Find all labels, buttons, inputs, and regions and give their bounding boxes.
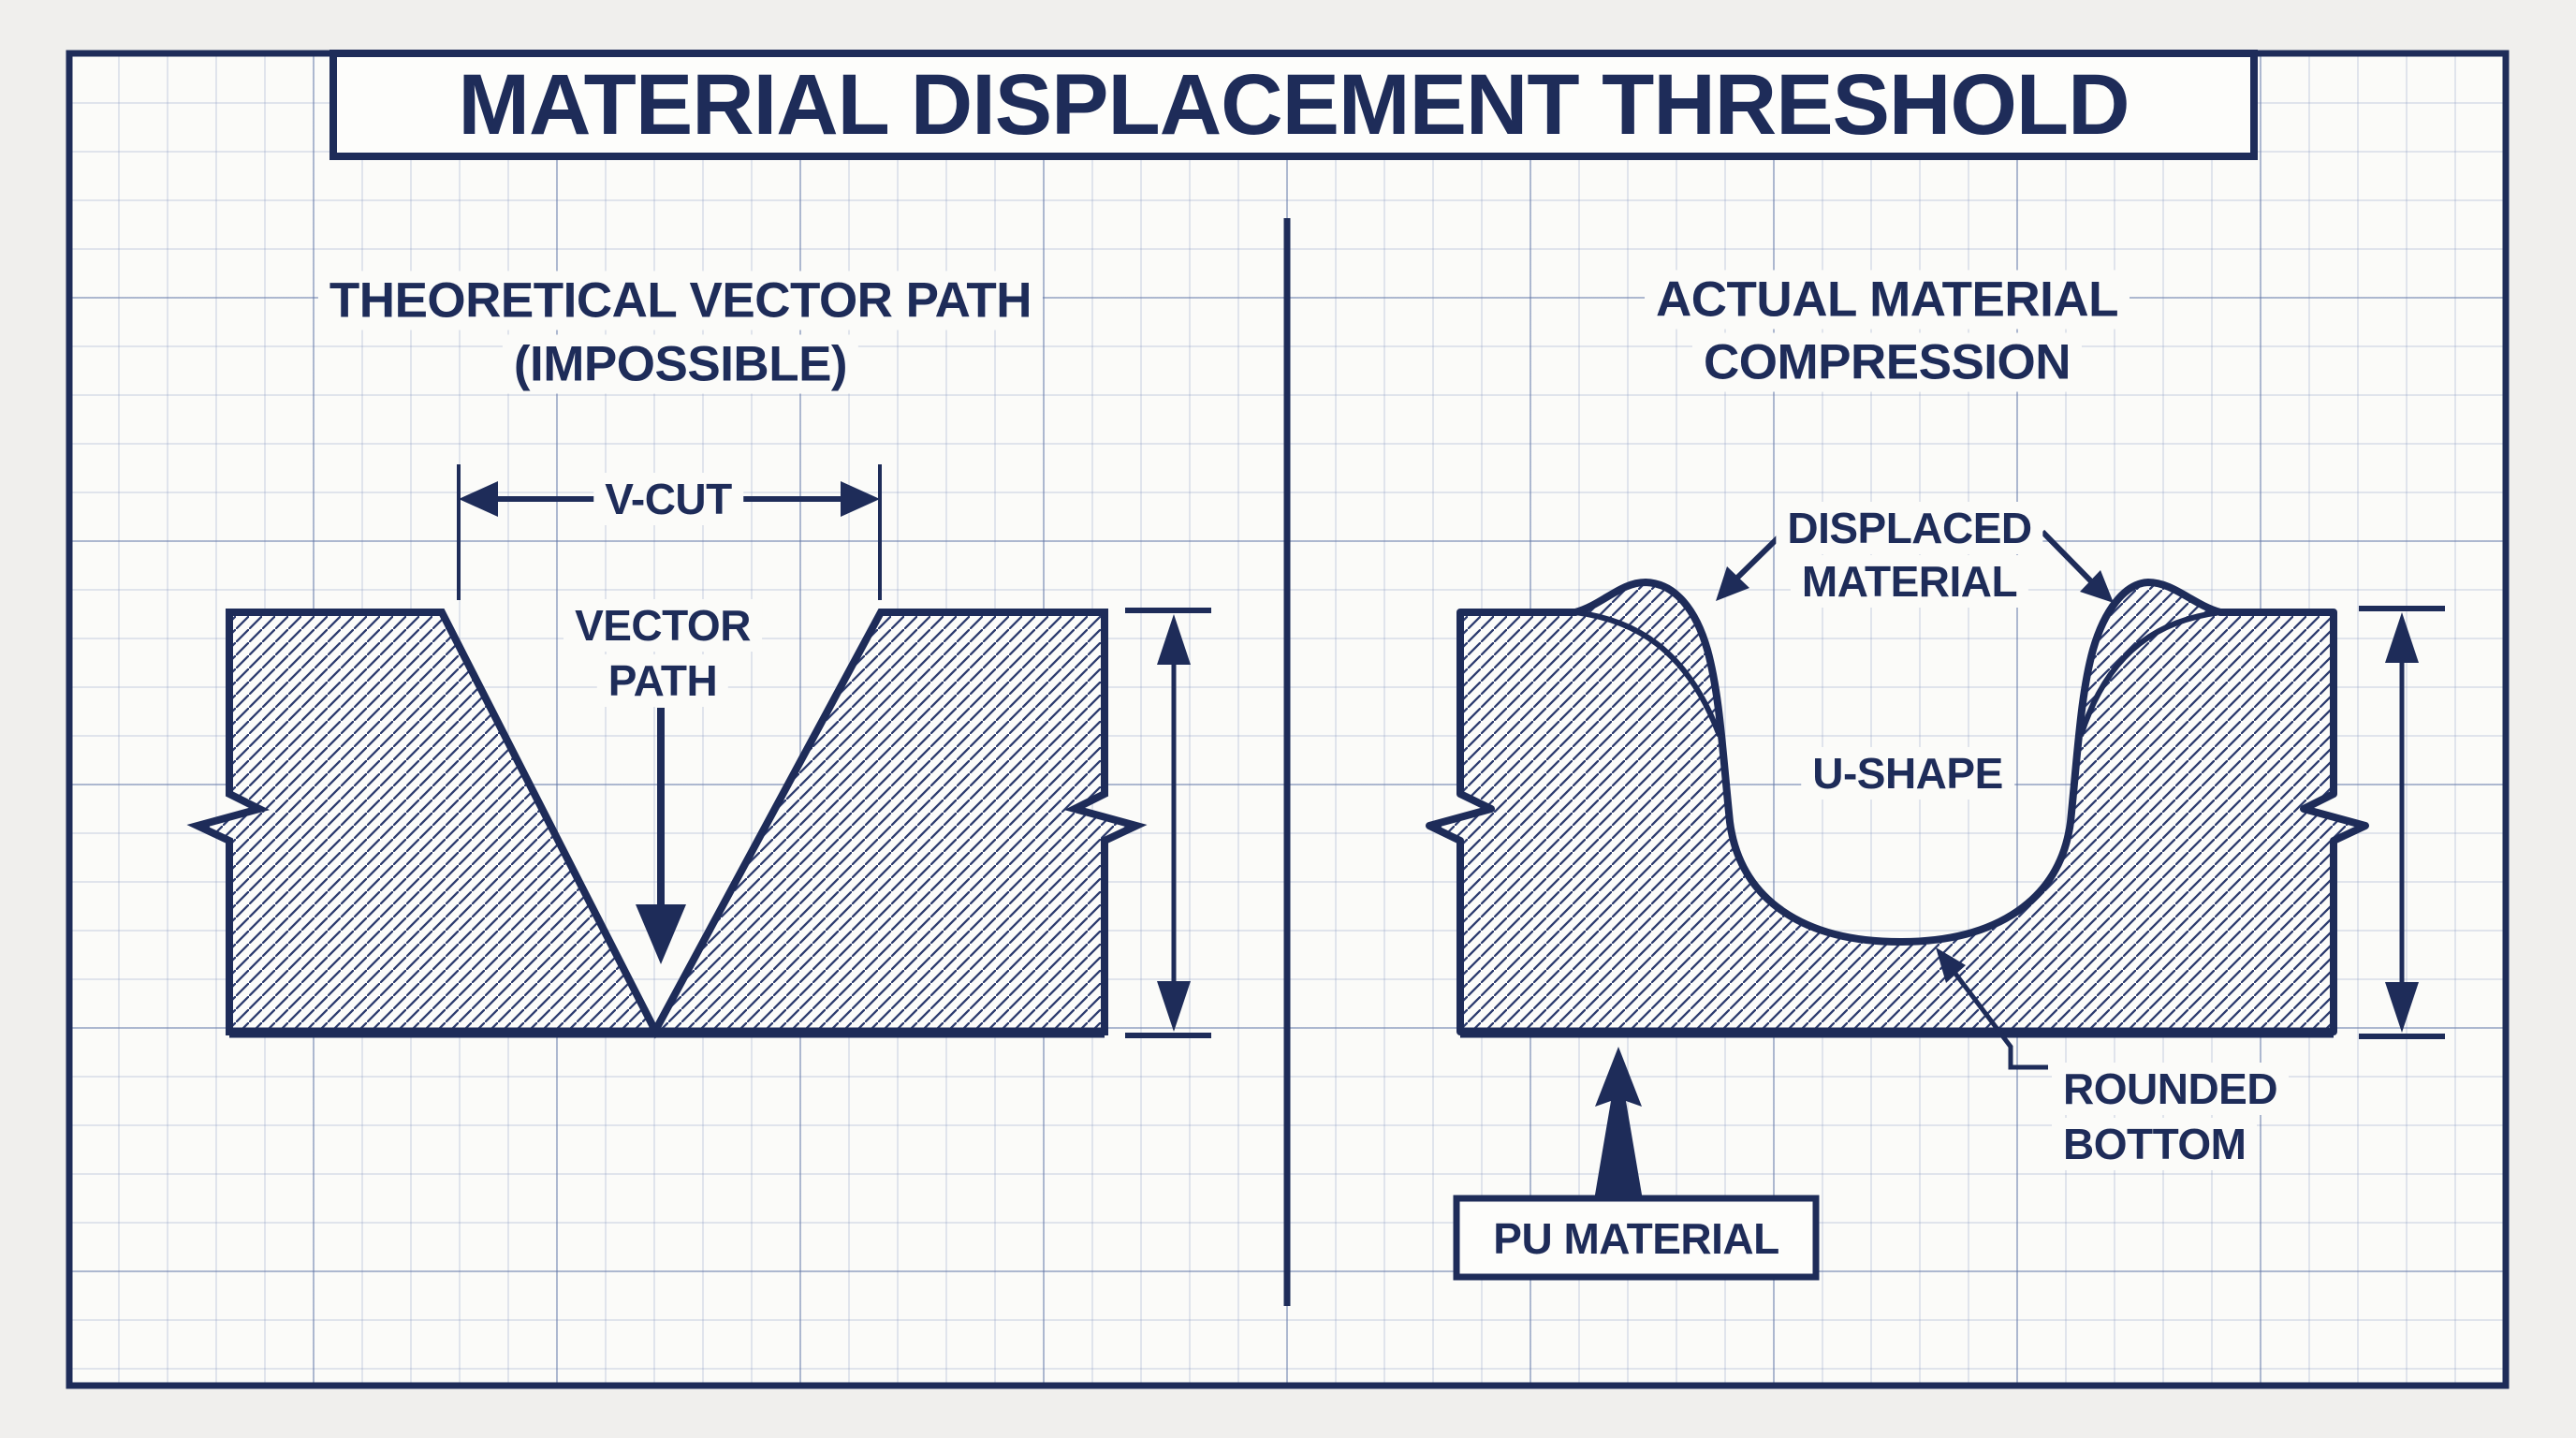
- arrow-right-icon: [841, 481, 880, 517]
- displaced-surface-line-right: [2078, 609, 2221, 737]
- arrow-left-icon: [459, 481, 498, 517]
- page-title: MATERIAL DISPLACEMENT THRESHOLD: [458, 57, 2130, 153]
- arrow-down-icon: [1157, 981, 1191, 1032]
- vector-path-label-line1: VECTOR: [564, 599, 762, 652]
- displaced-material-arrow-left: [1716, 529, 1787, 601]
- pu-material-label: PU MATERIAL: [1493, 1214, 1779, 1263]
- arrow-up-icon: [1157, 614, 1191, 665]
- rounded-bottom-label-line2: BOTTOM: [2052, 1118, 2258, 1170]
- arrow-up-left-icon: [1936, 947, 1966, 983]
- left-panel-heading-line1: THEORETICAL VECTOR PATH: [317, 271, 1044, 330]
- right-panel-heading-line2: COMPRESSION: [1691, 332, 2083, 392]
- arrow-down-icon: [636, 904, 686, 964]
- left-depth-dimension: [1125, 608, 1211, 1038]
- arrow-down-icon: [2385, 982, 2419, 1033]
- left-material-cross-section: [186, 609, 1148, 1039]
- rounded-bottom-label-line1: ROUNDED: [2052, 1063, 2290, 1115]
- arrow-down-right-icon: [2080, 570, 2114, 603]
- arrow-down-left-icon: [1716, 566, 1749, 601]
- vector-path-label-line2: PATH: [596, 654, 729, 707]
- left-panel-heading-line2: (IMPOSSIBLE): [502, 334, 859, 394]
- displaced-material-label-line2: MATERIAL: [1790, 555, 2029, 608]
- title-box: [329, 50, 2258, 160]
- u-shape-label: U-SHAPE: [1801, 747, 2014, 800]
- pu-material-label-box: [1453, 1195, 1820, 1281]
- arrow-up-icon: [1594, 1047, 1643, 1200]
- displaced-material-arrow-right: [2040, 529, 2114, 603]
- right-depth-dimension: [2359, 606, 2445, 1039]
- v-cut-dimension-label: V-CUT: [593, 473, 743, 525]
- arrow-up-icon: [2385, 612, 2419, 663]
- displaced-surface-line-left: [1574, 609, 1722, 738]
- rounded-bottom-leader: [1936, 947, 2048, 1070]
- right-panel-heading-line1: ACTUAL MATERIAL: [1645, 270, 2130, 330]
- right-material-cross-section: [1426, 579, 2369, 1038]
- vector-path-arrow: [636, 708, 686, 964]
- pu-material-arrow: [1594, 1047, 1643, 1200]
- displaced-material-label-line1: DISPLACED: [1776, 502, 2043, 554]
